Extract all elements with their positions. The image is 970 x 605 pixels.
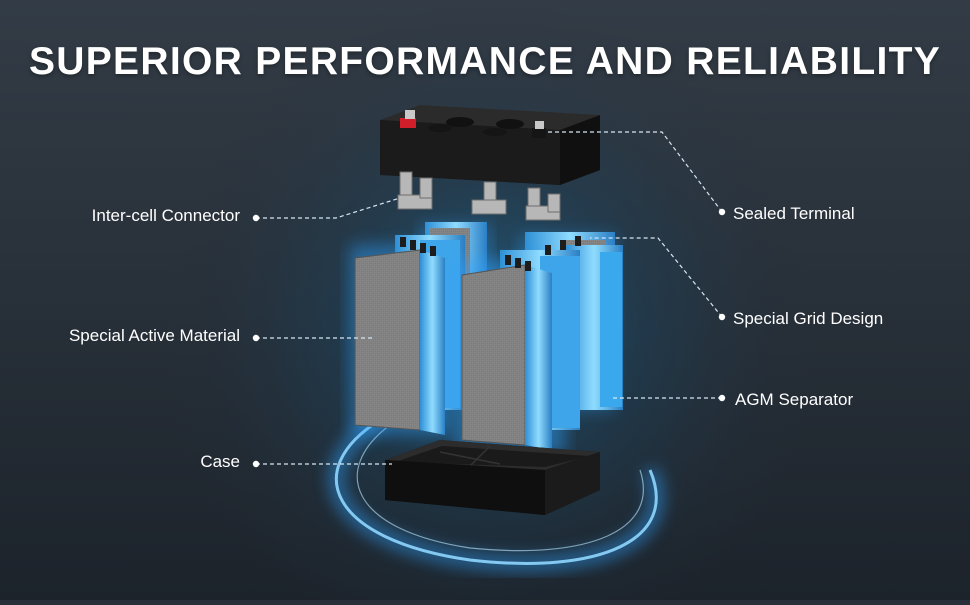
label-sealed-terminal: Sealed Terminal xyxy=(733,204,855,223)
label-agm-separator: AGM Separator xyxy=(735,390,854,409)
label-case: Case xyxy=(200,452,240,471)
positive-terminal-icon xyxy=(400,110,416,128)
page-title: SUPERIOR PERFORMANCE AND RELIABILITY xyxy=(28,40,942,83)
battery-case xyxy=(385,440,600,515)
inter-cell-connectors xyxy=(397,171,561,221)
glow-ring xyxy=(329,414,664,571)
negative-terminal-icon xyxy=(532,121,546,138)
leader-sealed-terminal xyxy=(545,131,723,213)
label-special-grid-design: Special Grid Design xyxy=(733,309,884,328)
leader-lines xyxy=(256,131,723,465)
label-special-active-material: Special Active Material xyxy=(68,326,240,345)
leader-dots xyxy=(252,208,726,468)
cell-stack-right xyxy=(455,236,581,455)
label-inter-cell-connector: Inter-cell Connector xyxy=(91,206,240,225)
leader-special-grid-design xyxy=(590,237,723,318)
leader-inter-cell-connector xyxy=(256,197,401,219)
cell-stack-left xyxy=(350,235,465,435)
